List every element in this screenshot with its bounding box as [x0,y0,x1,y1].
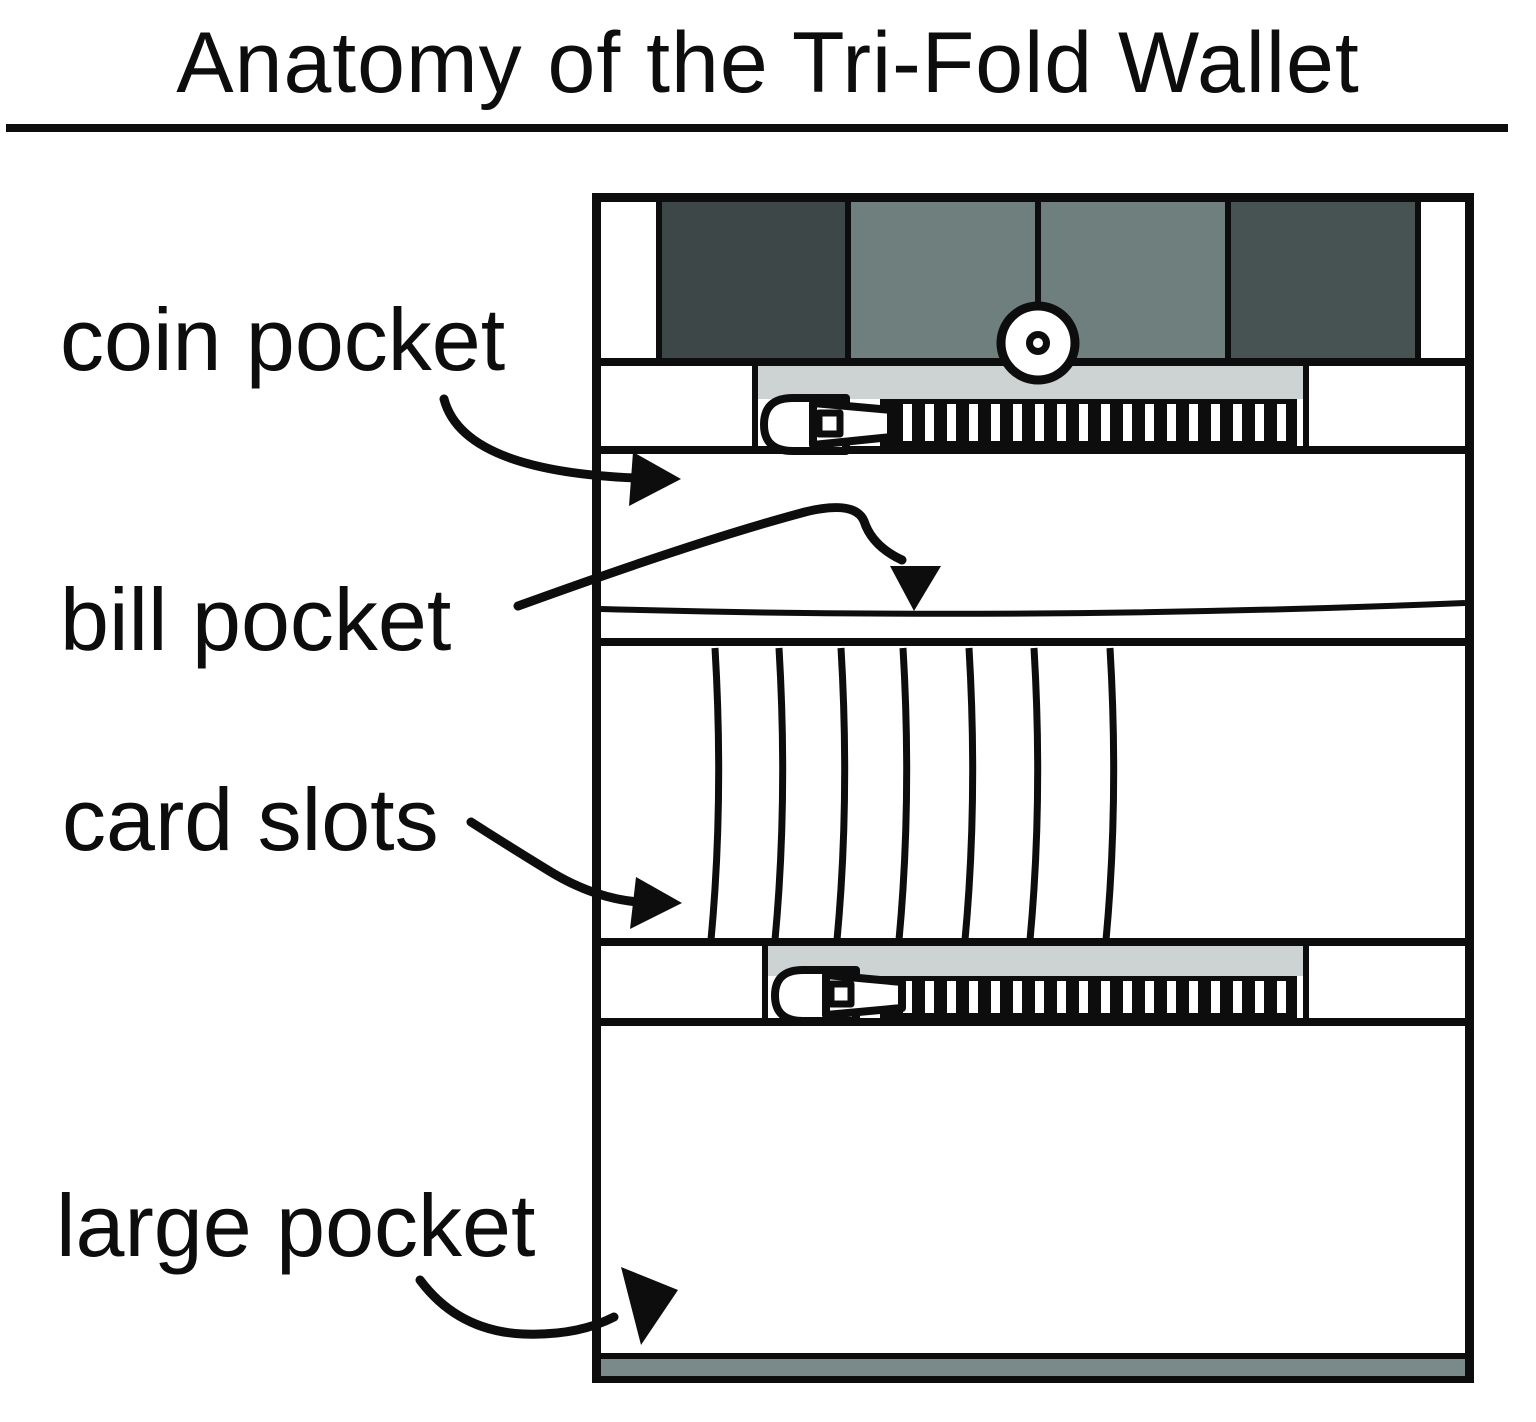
zipper-row2-tape [768,946,1303,976]
zipper-row2-bottom-seam [601,1018,1465,1026]
flap-panel-mid-right [1041,202,1225,358]
wallet-diagram [592,193,1474,1383]
flap-panel-dark-right [1231,202,1415,358]
bottom-binding-top-seam [601,1353,1465,1359]
zipper-row1-tape [758,366,1303,399]
label-card-slots: card slots [62,770,439,869]
card-section-top-seam [601,638,1465,646]
zipper-row1-right-seam [1303,366,1309,446]
zipper-teeth-icon [880,399,1297,446]
card-section-bottom-seam [601,938,1465,946]
flap-panel-dark-left [662,202,845,358]
zipper-row2-left-seam [762,946,768,1018]
diagram-title: Anatomy of the Tri-Fold Wallet [176,15,1360,111]
flap-bottom-seam [601,358,1465,366]
zipper-row1-left-seam [752,366,758,446]
bottom-binding-strip [601,1359,1465,1376]
zipper-teeth-icon [880,976,1297,1018]
flap-panel-mid-left [851,202,1035,358]
label-bill-pocket: bill pocket [60,570,452,669]
title-divider-line [6,124,1508,132]
zipper-row1-bottom-seam [601,446,1465,454]
top-flap-panels [656,202,1421,358]
label-coin-pocket: coin pocket [60,290,506,389]
zipper-row2-right-seam [1303,946,1309,1018]
label-large-pocket: large pocket [56,1176,536,1275]
